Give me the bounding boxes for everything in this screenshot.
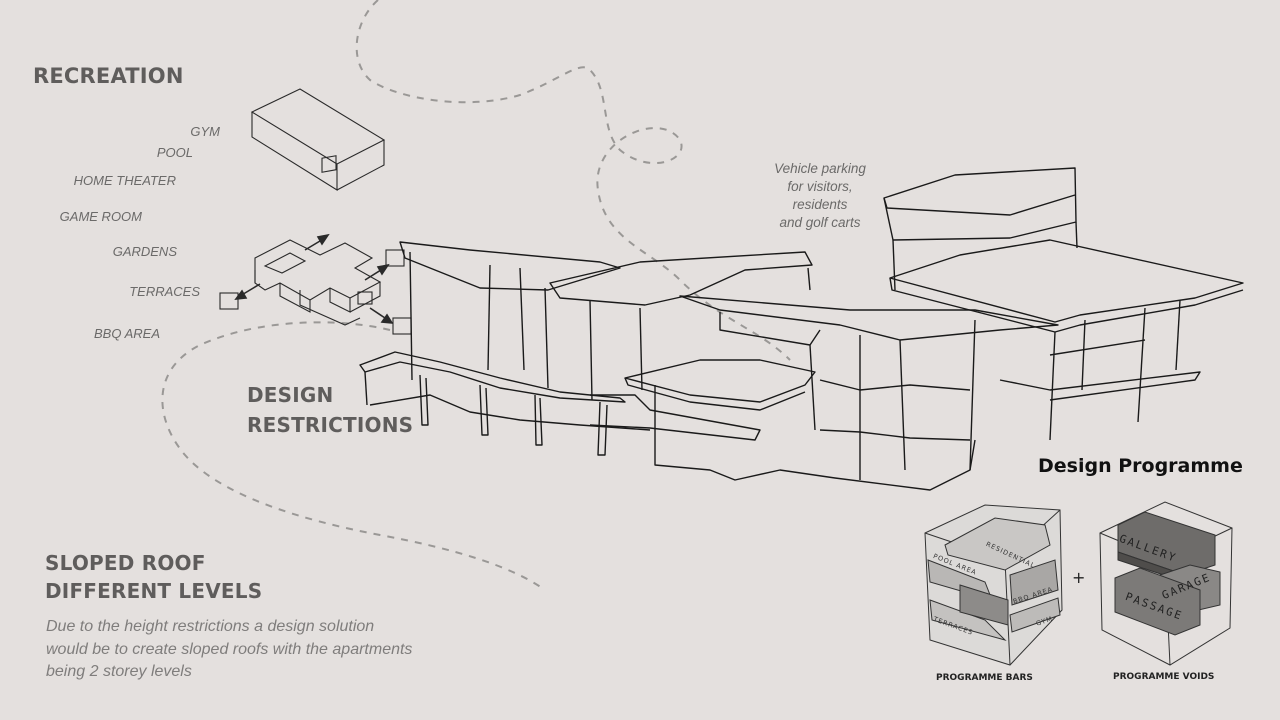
recreation-item-gardens: GARDENS	[112, 244, 177, 259]
recreation-item-game-room: GAME ROOM	[59, 209, 142, 224]
recreation-item-pool: POOL	[156, 145, 193, 160]
recreation-item-home-theater: HOME THEATER	[73, 173, 176, 188]
description-line1: Due to the height restrictions a design …	[46, 618, 375, 635]
recreation-title: RECREATION	[33, 64, 184, 88]
recreation-item-terraces: TERRACES	[129, 284, 200, 299]
dashed-path-bottom	[161, 321, 546, 591]
dashed-path-top	[355, 0, 791, 361]
recreation-item-gym: GYM	[190, 124, 220, 139]
design-restrictions-line1: DESIGN	[247, 383, 334, 407]
parking-note-line4: and golf carts	[779, 215, 861, 230]
design-restrictions-heading: DESIGN RESTRICTIONS	[247, 380, 413, 440]
recreation-block-sketch	[250, 88, 386, 191]
programme-bars-caption: PROGRAMME BARS	[936, 673, 1033, 683]
parking-note-line3: residents	[792, 197, 848, 212]
programme-bars-diagram	[924, 504, 1063, 666]
parking-note-line1: Vehicle parking	[774, 161, 866, 176]
plus-sign: +	[1072, 568, 1086, 587]
building-sketch	[359, 167, 1244, 491]
programme-voids-diagram	[1099, 501, 1233, 666]
recreation-item-bbq-area: BBQ AREA	[94, 326, 160, 341]
recreation-cluster-sketch	[219, 155, 412, 335]
design-restrictions-line2: RESTRICTIONS	[247, 413, 414, 437]
sloped-roof-line1: SLOPED ROOF	[45, 551, 206, 575]
recreation-arrows	[234, 233, 394, 324]
description-line3: being 2 storey levels	[46, 663, 192, 680]
parking-note-line2: for visitors,	[787, 179, 853, 194]
description-line2: would be to create sloped roofs with the…	[46, 640, 413, 658]
design-programme-title: Design Programme	[1038, 455, 1243, 477]
programme-voids-caption: PROGRAMME VOIDS	[1113, 672, 1215, 682]
parking-note: Vehicle parking for visitors, residents …	[740, 160, 900, 232]
sloped-roof-heading: SLOPED ROOF DIFFERENT LEVELS	[45, 549, 262, 605]
sloped-roof-line2: DIFFERENT LEVELS	[45, 579, 263, 603]
sloped-roof-description: Due to the height restrictions a design …	[46, 616, 526, 684]
